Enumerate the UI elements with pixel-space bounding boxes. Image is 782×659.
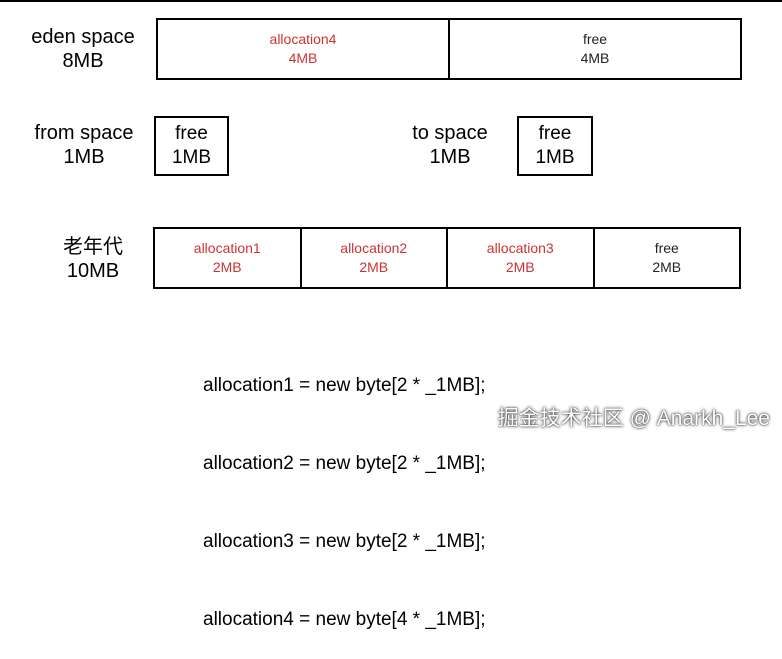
old-gen-cell-allocation3: allocation3 2MB <box>446 229 593 287</box>
from-space-name: from space <box>34 122 134 144</box>
old-gen-size: 10MB <box>66 260 120 282</box>
from-space-label: from space 1MB <box>26 121 142 169</box>
code-line: allocation2 = new byte[2 * _1MB]; <box>203 453 486 474</box>
eden-space-name: eden space <box>31 26 135 48</box>
eden-cell-allocation4: allocation4 4MB <box>158 20 448 78</box>
code-line: allocation1 = new byte[2 * _1MB]; <box>203 375 486 396</box>
to-space-name: to space <box>412 122 488 144</box>
old-gen-cell-allocation1: allocation1 2MB <box>155 229 300 287</box>
eden-space-size: 8MB <box>62 50 104 72</box>
cell-label: allocation2 <box>340 240 408 256</box>
cell-label: allocation3 <box>486 240 554 256</box>
code-block: allocation1 = new byte[2 * _1MB]; alloca… <box>203 321 486 659</box>
eden-space-box: allocation4 4MB free 4MB <box>156 18 742 80</box>
old-gen-box: allocation1 2MB allocation2 2MB allocati… <box>153 227 741 289</box>
old-gen-cell-free: free 2MB <box>592 229 740 287</box>
cell-size: 2MB <box>505 259 535 275</box>
to-space-box: free 1MB <box>517 116 593 176</box>
old-gen-label: 老年代 10MB <box>50 235 136 283</box>
old-gen-name: 老年代 <box>63 236 123 258</box>
to-space-cell-label: free <box>538 123 572 144</box>
cell-label: free <box>582 31 608 47</box>
to-space-cell-size: 1MB <box>535 147 575 168</box>
to-space-label: to space 1MB <box>400 121 500 169</box>
eden-cell-free: free 4MB <box>448 20 740 78</box>
cell-size: 2MB <box>212 259 242 275</box>
watermark: 掘金技术社区 @ Anarkh_Lee <box>497 407 770 430</box>
to-space-size: 1MB <box>429 146 471 168</box>
from-space-cell-size: 1MB <box>171 147 212 168</box>
code-line: allocation3 = new byte[2 * _1MB]; <box>203 531 486 552</box>
cell-label: free <box>654 240 679 256</box>
from-space-cell-label: free <box>175 123 208 144</box>
from-space-size: 1MB <box>63 146 105 168</box>
eden-space-label: eden space 8MB <box>24 25 142 73</box>
from-space-box: free 1MB <box>154 116 229 176</box>
cell-size: 2MB <box>652 259 682 275</box>
old-gen-cell-allocation2: allocation2 2MB <box>299 229 447 287</box>
cell-size: 4MB <box>288 50 318 66</box>
cell-size: 4MB <box>580 50 610 66</box>
cell-label: allocation4 <box>269 31 337 47</box>
top-border-line <box>0 0 782 2</box>
code-line: allocation4 = new byte[4 * _1MB]; <box>203 609 486 630</box>
cell-label: allocation1 <box>193 240 261 256</box>
cell-size: 2MB <box>359 259 389 275</box>
